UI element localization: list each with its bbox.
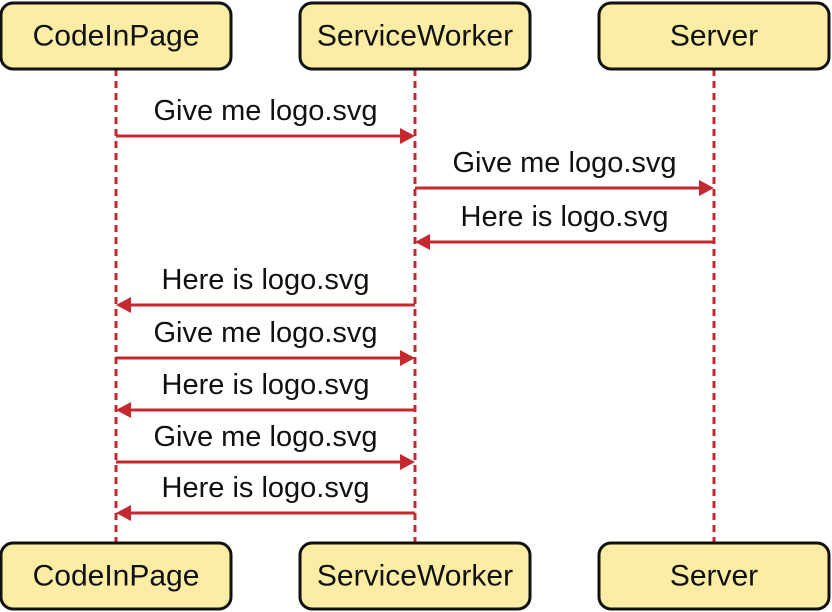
actor-box — [0, 1, 233, 71]
actor-box — [298, 1, 532, 71]
actor-server-bottom: Server — [597, 541, 831, 611]
arrowhead-icon — [116, 297, 131, 313]
message-5: Give me logo.svg — [116, 317, 415, 366]
arrowhead-icon — [699, 180, 714, 196]
actors-top: CodeInPage ServiceWorker Server — [0, 1, 831, 71]
actor-page-top: CodeInPage — [0, 1, 233, 71]
message-8: Here is logo.svg — [116, 472, 415, 521]
message-label: Give me logo.svg — [452, 147, 676, 179]
arrowhead-icon — [116, 402, 131, 418]
actor-server-top: Server — [597, 1, 831, 71]
actor-box — [597, 541, 831, 611]
actor-sw-top: ServiceWorker — [298, 1, 532, 71]
message-label: Here is logo.svg — [162, 472, 370, 504]
actor-page-bottom: CodeInPage — [0, 541, 233, 611]
message-4: Here is logo.svg — [116, 264, 415, 313]
actor-box — [597, 1, 831, 71]
actors-bottom: CodeInPage ServiceWorker Server — [0, 541, 831, 611]
message-2: Give me logo.svg — [415, 147, 714, 196]
actor-box — [298, 541, 532, 611]
actor-label: Server — [670, 560, 758, 593]
actor-label: ServiceWorker — [317, 20, 513, 53]
actor-label: ServiceWorker — [317, 560, 513, 593]
message-label: Give me logo.svg — [153, 317, 377, 349]
message-1: Give me logo.svg — [116, 95, 415, 144]
arrowhead-icon — [400, 350, 415, 366]
arrowhead-icon — [400, 128, 415, 144]
message-label: Here is logo.svg — [162, 264, 370, 296]
arrowhead-icon — [116, 505, 131, 521]
message-7: Give me logo.svg — [116, 421, 415, 470]
actor-label: CodeInPage — [33, 560, 200, 593]
actor-sw-bottom: ServiceWorker — [298, 541, 532, 611]
message-label: Give me logo.svg — [153, 95, 377, 127]
actor-label: CodeInPage — [33, 20, 200, 53]
message-6: Here is logo.svg — [116, 369, 415, 418]
message-label: Here is logo.svg — [162, 369, 370, 401]
actor-box — [0, 541, 233, 611]
arrowhead-icon — [400, 454, 415, 470]
message-3: Here is logo.svg — [415, 201, 714, 250]
lifelines — [114, 69, 716, 543]
message-label: Here is logo.svg — [461, 201, 669, 233]
message-label: Give me logo.svg — [153, 421, 377, 453]
actor-label: Server — [670, 20, 758, 53]
arrowhead-icon — [415, 234, 430, 250]
